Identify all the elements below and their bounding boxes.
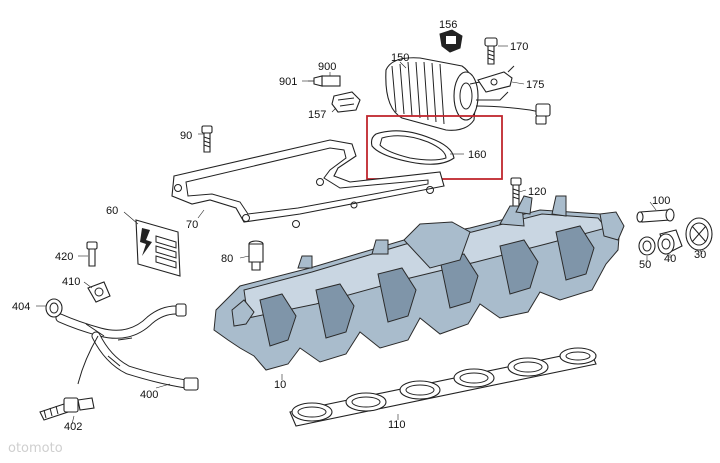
bracket-175-drawing xyxy=(477,65,515,93)
bushing-40-drawing xyxy=(657,229,683,255)
retainer-157-drawing xyxy=(331,91,361,113)
callout-60: 60 xyxy=(106,205,118,217)
sensor-402-drawing xyxy=(39,397,95,421)
sensor-cable-drawing xyxy=(475,103,551,125)
actuator-150-drawing xyxy=(385,57,509,131)
callout-120: 120 xyxy=(528,186,546,198)
seal-404-drawing xyxy=(45,298,63,318)
callout-402: 402 xyxy=(64,421,82,433)
clip-156-drawing xyxy=(439,29,463,53)
gasket-160-drawing xyxy=(370,130,455,165)
callout-10: 10 xyxy=(274,379,286,391)
flap-30-drawing xyxy=(685,217,713,251)
callout-170: 170 xyxy=(510,41,528,53)
callout-420: 420 xyxy=(55,251,73,263)
bolt-420-drawing xyxy=(86,241,98,267)
intake-manifold-10-drawing xyxy=(213,195,625,371)
pin-100-drawing xyxy=(636,208,675,223)
callout-30: 30 xyxy=(694,249,706,261)
callout-150: 150 xyxy=(391,52,409,64)
callout-901: 901 xyxy=(279,76,297,88)
callout-70: 70 xyxy=(186,219,198,231)
callout-900: 900 xyxy=(318,61,336,73)
callout-110: 110 xyxy=(388,419,406,431)
warning-label-60-drawing xyxy=(135,219,181,277)
hose-400-drawing xyxy=(55,303,199,391)
callout-175: 175 xyxy=(526,79,544,91)
callout-160: 160 xyxy=(468,149,486,161)
callout-50: 50 xyxy=(639,259,651,271)
callout-labels: 156 170 150 900 901 175 157 90 160 120 6… xyxy=(12,19,706,433)
bolt-170-drawing xyxy=(484,37,498,65)
callout-80: 80 xyxy=(221,253,233,265)
bolt-90-drawing xyxy=(201,125,213,153)
callout-410: 410 xyxy=(62,276,80,288)
callout-90: 90 xyxy=(180,130,192,142)
connector-900-drawing xyxy=(308,75,341,87)
gasket-strip-110-drawing xyxy=(289,347,597,427)
callout-157: 157 xyxy=(308,109,326,121)
watermark: otomoto xyxy=(8,441,63,456)
seal-50-drawing xyxy=(638,236,656,256)
bolt-120-drawing xyxy=(510,177,522,207)
callout-156: 156 xyxy=(439,19,457,31)
sensor-80-drawing xyxy=(248,240,264,271)
frame-gasket-70-drawing xyxy=(171,139,445,228)
callout-404: 404 xyxy=(12,301,30,313)
leader-lines xyxy=(36,30,703,425)
callout-40: 40 xyxy=(664,253,676,265)
callout-400: 400 xyxy=(140,389,158,401)
callout-100: 100 xyxy=(652,195,670,207)
clamp-410-drawing xyxy=(87,281,111,303)
